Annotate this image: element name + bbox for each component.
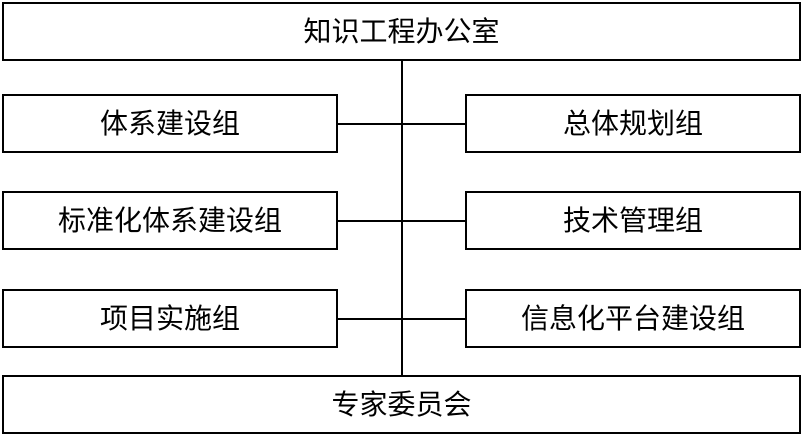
overall-planning-group-label: 总体规划组 bbox=[562, 106, 703, 140]
information-platform-group-label: 信息化平台建设组 bbox=[520, 301, 745, 335]
expert-committee-label: 专家委员会 bbox=[331, 387, 472, 421]
knowledge-engineering-office-label: 知识工程办公室 bbox=[303, 14, 500, 48]
technical-management-group-label: 技术管理组 bbox=[562, 203, 703, 237]
project-implementation-group-box: 项目实施组 bbox=[2, 289, 338, 348]
information-platform-group-box: 信息化平台建设组 bbox=[465, 289, 801, 348]
expert-committee-box: 专家委员会 bbox=[2, 375, 801, 434]
technical-management-group-box: 技术管理组 bbox=[465, 191, 801, 250]
standardization-system-group-box: 标准化体系建设组 bbox=[2, 191, 338, 250]
system-construction-group-box: 体系建设组 bbox=[2, 94, 338, 153]
overall-planning-group-box: 总体规划组 bbox=[465, 94, 801, 153]
standardization-system-group-label: 标准化体系建设组 bbox=[57, 203, 282, 237]
project-implementation-group-label: 项目实施组 bbox=[99, 301, 240, 335]
system-construction-group-label: 体系建设组 bbox=[99, 106, 240, 140]
knowledge-engineering-office-box: 知识工程办公室 bbox=[2, 2, 801, 61]
